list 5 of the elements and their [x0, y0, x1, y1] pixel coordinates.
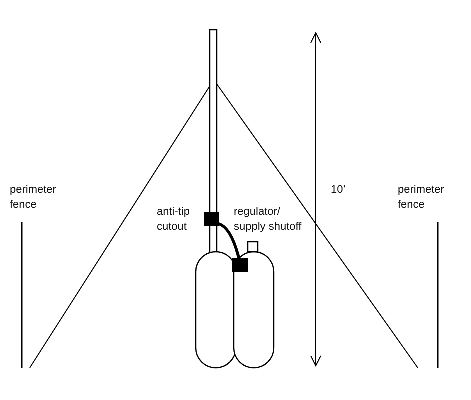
part-label: perimeter fence — [10, 183, 58, 213]
part-label: regulator/ supply shutoff — [234, 205, 303, 235]
part-label: 10’ — [331, 183, 347, 198]
part-label: anti-tip cutout — [157, 205, 192, 235]
part-label: perimeter fence — [398, 183, 446, 213]
